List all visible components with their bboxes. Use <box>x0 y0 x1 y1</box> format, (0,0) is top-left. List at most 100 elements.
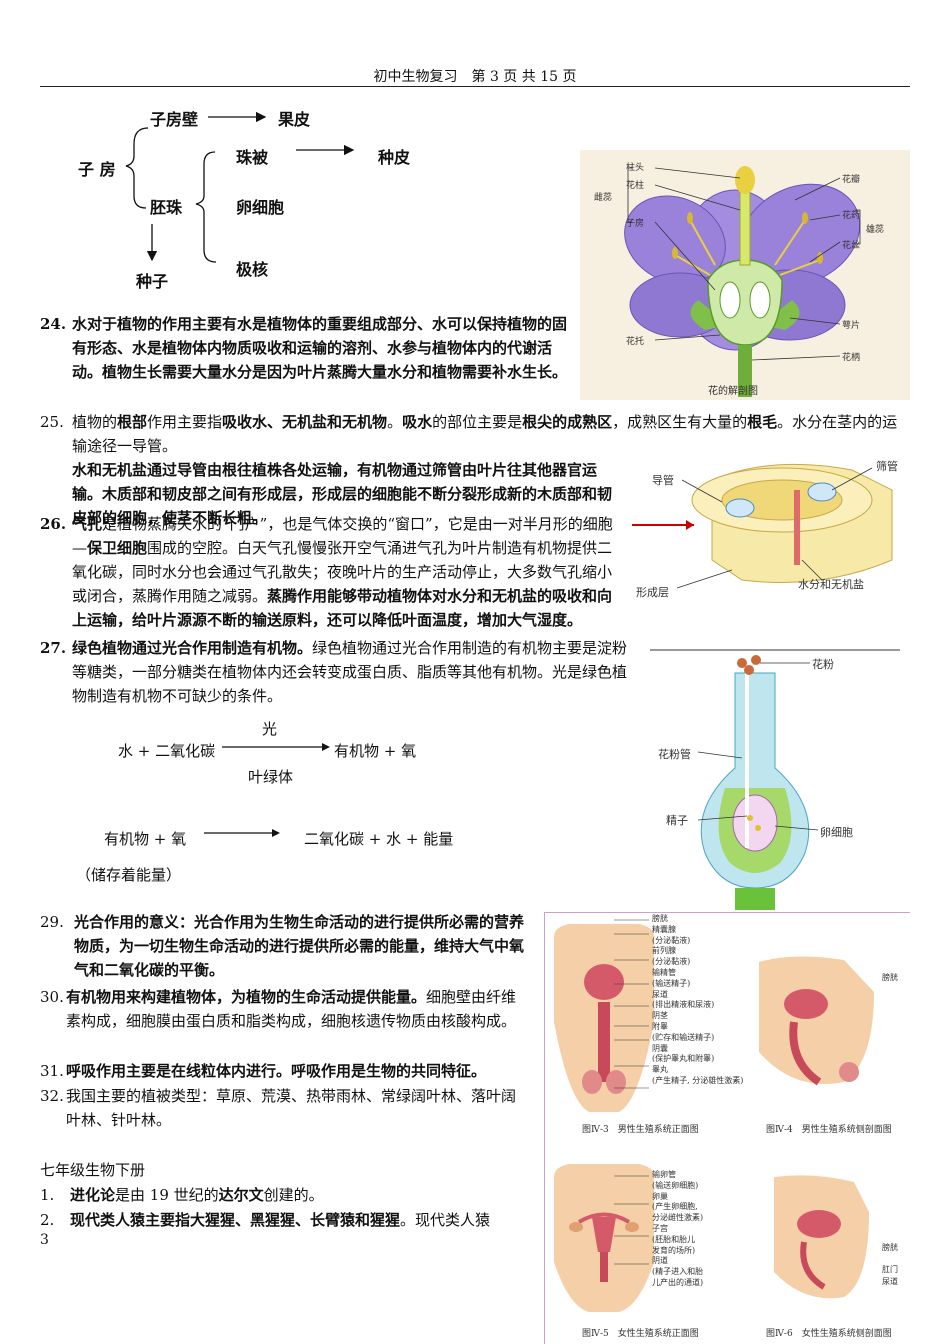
paragraph-32-text: 我国主要的植被类型：草原、荒漠、热带雨林、常绿阔叶林、落叶阔叶林、针叶林。 <box>66 1087 517 1129</box>
male-label-16: (产生精子, 分泌雄性激素) <box>652 1075 744 1085</box>
paragraph-30: 30. 有机物用来构建植物体，为植物的生命活动提供能量。细胞壁由纤维素构成，细胞… <box>40 985 530 1033</box>
q2-text-2: 。现代类人猿 <box>400 1211 491 1229</box>
female-front-labels: 输卵管 (输送卵细胞) 卵巢 (产生卵细胞, 分泌雌性激素) 子宫 (胚胎和胎儿… <box>652 1170 703 1289</box>
male-label-7: (输送精子) <box>652 978 691 988</box>
female-label-4: (产生卵细胞, <box>652 1202 698 1212</box>
flower-caption: 花的解剖图 <box>708 386 758 397</box>
filament-label: 花丝 <box>842 241 861 251</box>
p25-text-1: 植物的 <box>72 413 118 431</box>
eq2-left: 有机物 + 氧 <box>104 830 187 848</box>
eq1-above: 光 <box>262 720 278 738</box>
paragraph-25-number: 25. <box>40 413 64 431</box>
q2-text-1: 现代类人猿主要指大猩猩、黑猩猩、长臂猿和猩猩 <box>70 1211 401 1229</box>
item-1-number: 1. <box>40 1186 55 1204</box>
pollen-label: 花粉 <box>812 658 834 671</box>
p25-text-9: ，成熟区生有大量的 <box>612 413 748 431</box>
paragraph-32: 32. 我国主要的植被类型：草原、荒漠、热带雨林、常绿阔叶林、落叶阔叶林、针叶林… <box>40 1084 530 1132</box>
p25-text-4: 吸收水、无机盐和无机物 <box>222 413 388 431</box>
item-2: 2. 现代类人猿主要指大猩猩、黑猩猩、长臂猿和猩猩。现代类人猿 <box>40 1208 540 1232</box>
item-2-number: 2. <box>40 1211 55 1229</box>
p25-text-12: 水和无机盐通过导管由根往植株各处运输，有机物通过筛管由叶片往其他器官运输。木质部… <box>72 461 613 527</box>
p25-text-10: 根毛 <box>747 413 778 431</box>
item-1: 1. 进化论是由 19 世纪的达尔文创建的。 <box>40 1183 530 1207</box>
p27-text-2: 绿色植物通过光合作用制造的有机物主要是淀粉等糖类，一部分糖类在植物体内还会转变成… <box>72 639 628 705</box>
figure-border-top <box>544 912 910 913</box>
ovary-wall-label: 子房壁 <box>150 110 199 129</box>
seed-label: 种子 <box>136 272 169 291</box>
p27-text-1: 绿色植物通过光合作用制造有机物。 <box>72 639 313 657</box>
female-side-label-3: 尿道 <box>882 1277 898 1286</box>
paragraph-26-number: 26. <box>40 515 67 533</box>
paragraph-25: 25. 植物的根部作用主要指吸收水、无机盐和无机物。吸水的部位主要是根尖的成熟区… <box>40 410 910 530</box>
pedicel-label: 花柄 <box>842 353 861 363</box>
style-label: 花柱 <box>626 181 645 191</box>
petal-label: 花瓣 <box>842 175 861 185</box>
female-label-2: (输送卵细胞) <box>652 1180 699 1190</box>
male-side-label: 膀胱 <box>882 973 898 982</box>
pollen-figure: 花粉 花粉管 精子 卵细胞 <box>650 648 900 910</box>
page-header: 初中生物复习 第 3 页 共 15 页 <box>373 69 577 85</box>
q1-text-4: 创建的。 <box>263 1186 324 1204</box>
female-label-5: 分泌雌性激素) <box>652 1213 704 1223</box>
male-label-11: 附睾 <box>652 1021 668 1031</box>
male-label-2: 精囊腺 <box>652 924 676 934</box>
footer-page-number: 3 <box>40 1232 49 1248</box>
paragraph-24: 24. 水对于植物的作用主要有水是植物体的重要组成部分、水可以保持植物的固有形态… <box>40 312 570 384</box>
seed-coat-label: 种皮 <box>378 148 411 167</box>
male-label-9: (排出精液和尿液) <box>652 1000 715 1010</box>
paragraph-24-number: 24. <box>40 315 67 333</box>
pericarp-label: 果皮 <box>278 110 311 129</box>
p25-text-7: 的部位主要是 <box>432 413 523 431</box>
p26-text-5: 蒸腾作用能够带动植物体对水分和无机盐的吸收和向上运输，给叶片源源不断的输送原料，… <box>72 587 613 629</box>
male-label-10: 阴茎 <box>652 1011 668 1021</box>
q1-text-3: 达尔文 <box>218 1186 264 1204</box>
q1-text-2: 是由 19 世纪的 <box>115 1186 219 1204</box>
female-label-8: 发育的场所) <box>652 1245 696 1255</box>
figure-caption-3: 图Ⅳ-3 男性生殖系统正面图 <box>582 1125 699 1135</box>
pollen-tube-label: 花粉管 <box>658 748 691 761</box>
paragraph-31: 31. 呼吸作用主要是在线粒体内进行。呼吸作用是生物的共同特征。 <box>40 1059 530 1083</box>
integument-label: 珠被 <box>236 148 269 167</box>
male-label-3: (分泌黏液) <box>652 935 691 945</box>
paragraph-29: 29. 光合作用的意义：光合作用为生物生命活动的进行提供所必需的营养物质，为一切… <box>40 910 530 982</box>
cambium-label: 形成层 <box>636 586 669 599</box>
egg-cell-label: 卵细胞 <box>236 198 285 217</box>
header-rule <box>40 86 910 87</box>
female-label-11: 儿产出的通道) <box>652 1277 704 1287</box>
p25-text-5: 。 <box>387 413 403 431</box>
male-front-labels: 膀胱 精囊腺 (分泌黏液) 前列腺 (分泌黏液) 输精管 (输送精子) 尿道 (… <box>652 914 743 1087</box>
flower-figure: 柱头 花柱 雌蕊 子房 花瓣 花药 雄蕊 花丝 花托 萼片 花柄 花的解剖图 <box>580 150 910 400</box>
female-side-label-1: 膀胱 <box>882 1243 898 1252</box>
male-label-6: 输精管 <box>652 967 676 977</box>
figure-caption-4: 图Ⅳ-4 男性生殖系统侧剖面图 <box>766 1125 892 1135</box>
p25-text-3: 作用主要指 <box>147 413 223 431</box>
stem-drawing <box>632 463 893 589</box>
male-label-12: (贮存和输送精子) <box>652 1032 715 1042</box>
eq1-below: 叶绿体 <box>248 768 294 786</box>
male-label-1: 膀胱 <box>652 914 668 923</box>
receptacle-label: 花托 <box>626 337 645 347</box>
p25-text-2: 根部 <box>117 413 148 431</box>
ovary-diagram-lines <box>125 111 355 263</box>
male-label-4: 前列腺 <box>652 946 676 956</box>
ovule-label: 胚珠 <box>150 198 183 217</box>
female-label-9: 阴道 <box>652 1256 668 1266</box>
p26-text-1: 气孔 <box>72 515 103 533</box>
p30-text-2: 细胞壁由纤维素构成，细胞膜由蛋白质和脂类构成，细胞核遗传物质由核酸构成。 <box>66 988 517 1030</box>
flower-drawing <box>624 166 861 397</box>
p25-text-6: 吸水 <box>402 413 433 431</box>
paragraph-26: 26. 气孔是植物蒸腾失水的“门户”，也是气体交换的“窗口”，它是由一对半月形的… <box>40 512 915 632</box>
female-side-label-2: 肛门 <box>882 1265 898 1274</box>
q1-text-1: 进化论 <box>70 1186 116 1204</box>
eq1-right: 有机物 + 氧 <box>334 742 417 760</box>
pistil-label: 雌蕊 <box>594 193 613 203</box>
section-title: 七年级生物下册 <box>40 1161 146 1179</box>
vessel-label: 导管 <box>652 474 674 487</box>
p26-text-2: 是植物蒸腾失水的“门户”，也是气体交换的“窗口”，它是由一对半月形的细胞— <box>72 515 613 557</box>
paragraph-24-text: 水对于植物的作用主要有水是植物体的重要组成部分、水可以保持植物的固有形态、水是植… <box>72 315 568 381</box>
stem-figure: 导管 筛管 形成层 水分和无机盐 <box>622 450 910 600</box>
female-label-6: 子宫 <box>652 1223 668 1233</box>
female-label-10: (精子进入和胎 <box>652 1267 704 1277</box>
female-label-3: 卵巢 <box>652 1191 668 1201</box>
eq2-arrow <box>204 829 280 837</box>
